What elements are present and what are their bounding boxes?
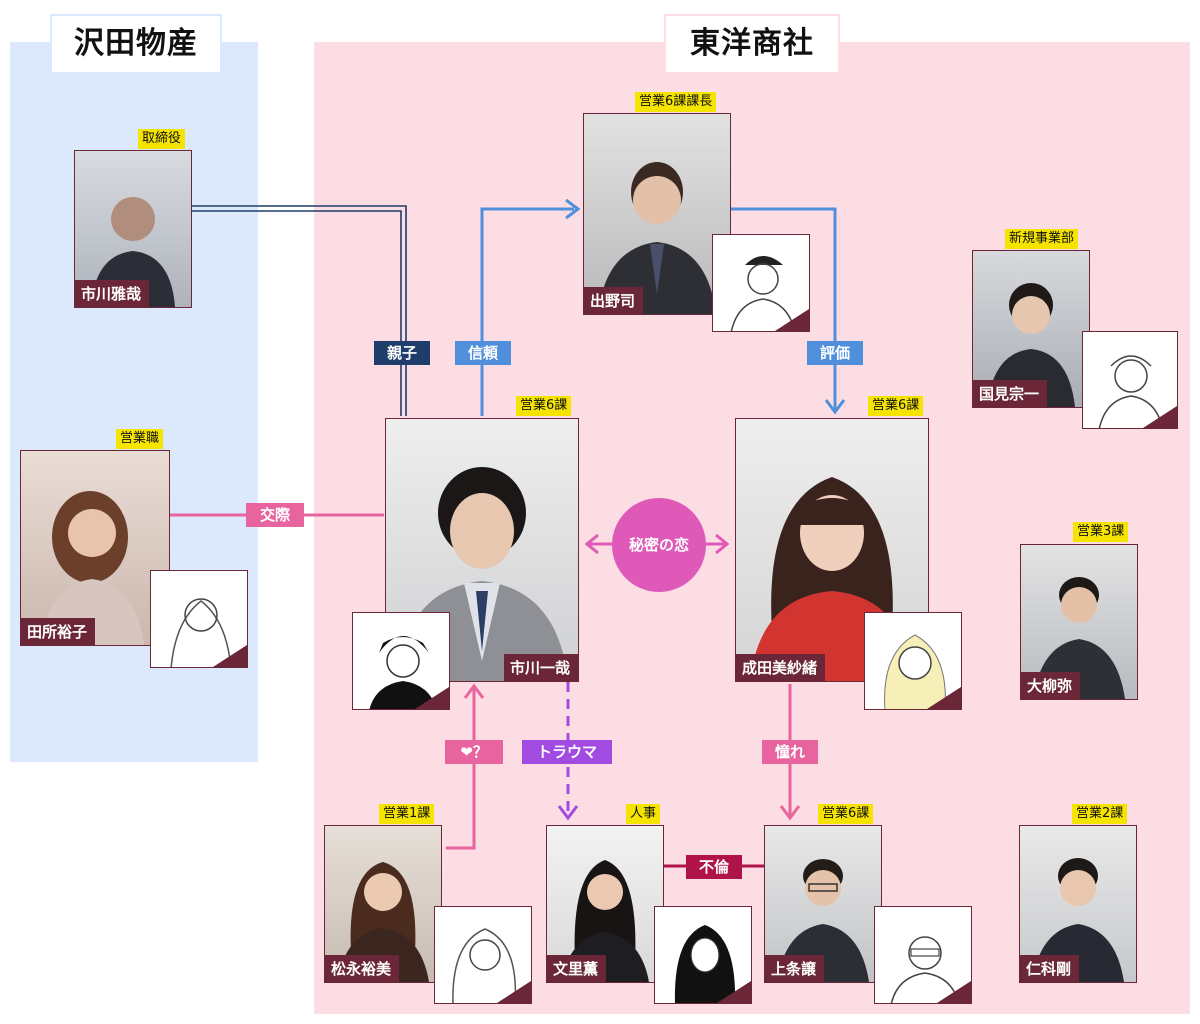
- role-badge-tadokoro: 営業職: [116, 429, 164, 449]
- character-matsunaga[interactable]: 松永裕美: [324, 825, 442, 983]
- name-tag-kunimi: 国見宗一: [973, 380, 1048, 407]
- role-badge-ideno: 営業6課課長: [635, 92, 717, 112]
- trauma-line: [557, 682, 579, 821]
- character-kunimi[interactable]: 国見宗一: [972, 250, 1090, 408]
- name-tag-ichikawa-masaya: 市川雅哉: [75, 280, 150, 307]
- character-kamijo[interactable]: 上条譲: [764, 825, 882, 983]
- manga-drawing: [452, 928, 517, 1003]
- manga-drawing: [170, 598, 232, 667]
- character-tadokoro[interactable]: 田所裕子: [20, 450, 170, 646]
- relation-label-trauma: トラウマ: [522, 740, 612, 764]
- relation-label-trust: 信頼: [455, 341, 511, 365]
- manga-portrait-fumisato: [654, 906, 752, 1004]
- heart-question-line: [446, 683, 485, 850]
- relation-label-dating: 交際: [246, 503, 304, 527]
- character-ideno[interactable]: 出野司: [583, 113, 731, 315]
- manga-portrait-tadokoro: [150, 570, 248, 668]
- character-nishina[interactable]: 仁科剛: [1019, 825, 1137, 983]
- role-badge-matsunaga: 営業1課: [379, 804, 435, 824]
- manga-portrait-ideno: [712, 234, 810, 332]
- name-tag-tadokoro: 田所裕子: [21, 618, 96, 645]
- role-badge-narita: 営業6課: [868, 396, 924, 416]
- relation-label-admiration: 憧れ: [762, 740, 818, 764]
- relation-label-evaluation: 評価: [807, 341, 863, 365]
- person-photo: [987, 283, 1075, 407]
- manga-portrait-matsunaga: [434, 906, 532, 1004]
- relation-label-affair: 不倫: [686, 855, 742, 879]
- character-oyanagi[interactable]: 大柳弥: [1020, 544, 1138, 700]
- parent-child-line: [192, 205, 407, 416]
- manga-portrait-kamijo: [874, 906, 972, 1004]
- relation-label-parent-child: 親子: [374, 341, 430, 365]
- character-ichikawa-masaya[interactable]: 市川雅哉: [74, 150, 192, 308]
- name-tag-kamijo: 上条譲: [765, 955, 825, 982]
- name-tag-nishina: 仁科剛: [1020, 955, 1080, 982]
- relation-label-secret-love: 秘密の恋: [612, 498, 706, 592]
- role-badge-kamijo: 営業6課: [818, 804, 874, 824]
- role-badge-fumisato: 人事: [626, 804, 661, 824]
- role-badge-nishina: 営業2課: [1072, 804, 1128, 824]
- name-tag-fumisato: 文里薫: [547, 955, 607, 982]
- name-tag-ichikawa-kazuya: 市川一哉: [503, 654, 578, 681]
- role-badge-kunimi: 新規事業部: [1005, 229, 1079, 249]
- role-badge-ichikawa-masaya: 取締役: [138, 129, 186, 149]
- sawada-title: 沢田物産: [50, 14, 222, 74]
- manga-portrait-ichikawa-kazuya: [352, 612, 450, 710]
- manga-portrait-narita: [864, 612, 962, 710]
- toyo-title: 東洋商社: [664, 14, 840, 74]
- name-tag-ideno: 出野司: [584, 287, 644, 314]
- role-badge-ichikawa-kazuya: 営業6課: [516, 396, 572, 416]
- manga-portrait-kunimi: [1082, 331, 1178, 429]
- trust-line: [480, 198, 581, 416]
- character-fumisato[interactable]: 文里薫: [546, 825, 664, 983]
- relation-label-heart-question: ❤？: [445, 740, 503, 764]
- name-tag-oyanagi: 大柳弥: [1021, 672, 1081, 699]
- name-tag-matsunaga: 松永裕美: [325, 955, 400, 982]
- name-tag-narita: 成田美紗緒: [736, 654, 826, 681]
- role-badge-oyanagi: 営業3課: [1073, 522, 1129, 542]
